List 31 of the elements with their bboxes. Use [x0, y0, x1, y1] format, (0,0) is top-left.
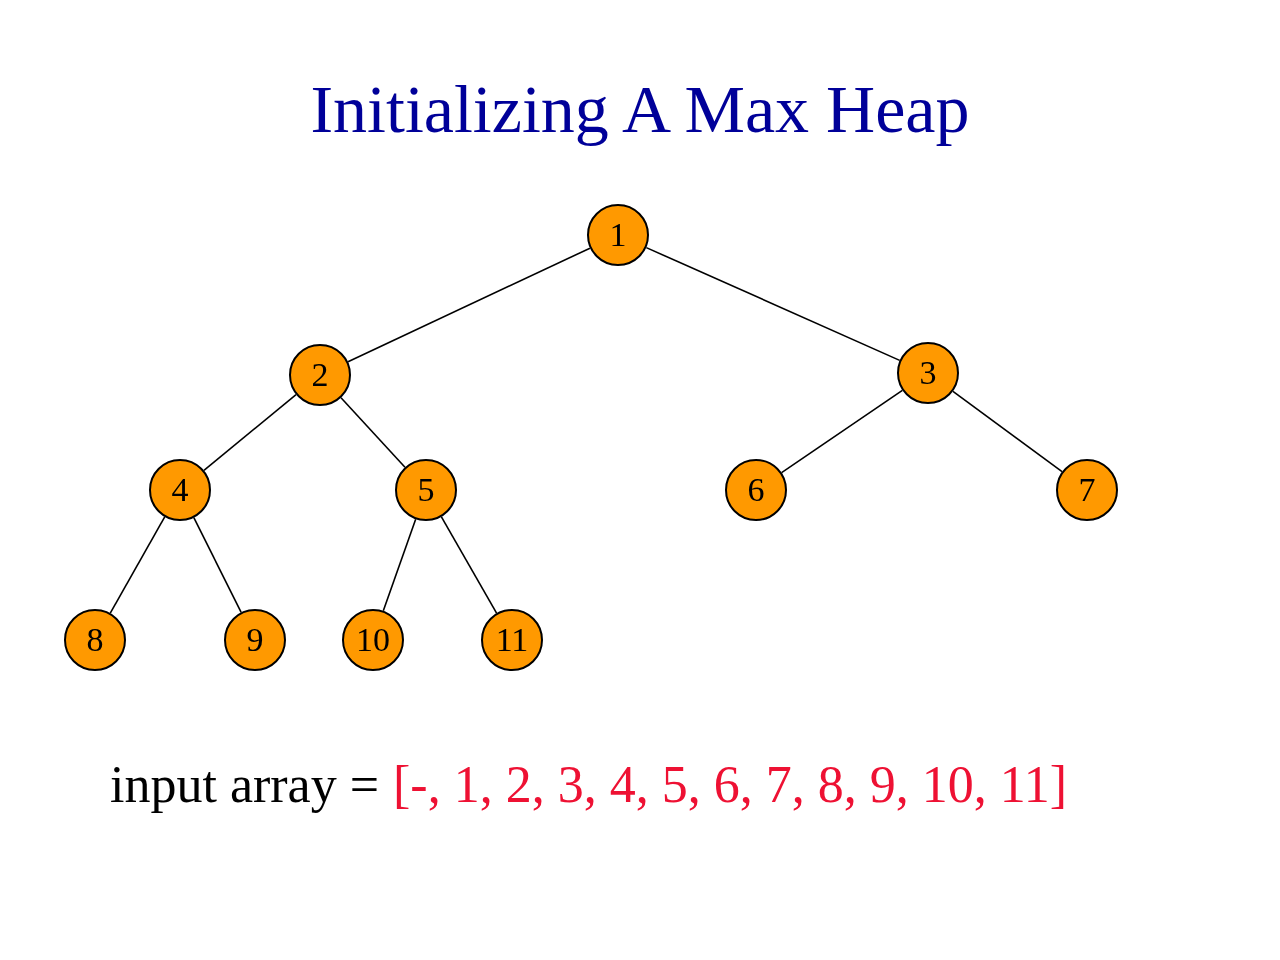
tree-edge — [203, 393, 297, 472]
node-number: 8 — [86, 621, 104, 659]
array-label: input array = — [110, 755, 379, 814]
node-number: 10 — [356, 621, 390, 659]
node-number: 6 — [747, 471, 765, 509]
heap-node-circle — [395, 459, 457, 521]
heap-node-circle — [1056, 459, 1118, 521]
tree-edge — [340, 397, 406, 468]
tree-edge — [645, 246, 901, 362]
node-number: 2 — [311, 356, 329, 394]
array-values: [-, 1, 2, 3, 4, 5, 6, 7, 8, 9, 10, 11] — [393, 755, 1068, 814]
heap-node-circle — [725, 459, 787, 521]
heap-node-circle — [587, 204, 649, 266]
tree-edge — [780, 389, 904, 474]
tree-edge — [952, 390, 1063, 473]
node-number: 7 — [1078, 471, 1096, 509]
tree-edge — [193, 516, 242, 614]
tree-edge — [382, 518, 417, 612]
heap-node-circle — [149, 459, 211, 521]
node-number: 1 — [609, 216, 627, 254]
slide-title: Initializing A Max Heap — [309, 70, 971, 149]
tree-edge — [347, 247, 591, 363]
node-number: 5 — [417, 471, 435, 509]
node-number: 4 — [171, 471, 189, 509]
heap-node-circle — [289, 344, 351, 406]
tree-edge — [109, 516, 166, 614]
node-number: 9 — [246, 621, 264, 659]
node-number: 11 — [495, 621, 529, 659]
tree-edge — [440, 516, 498, 614]
node-number: 3 — [919, 354, 937, 392]
heap-node-circle — [897, 342, 959, 404]
